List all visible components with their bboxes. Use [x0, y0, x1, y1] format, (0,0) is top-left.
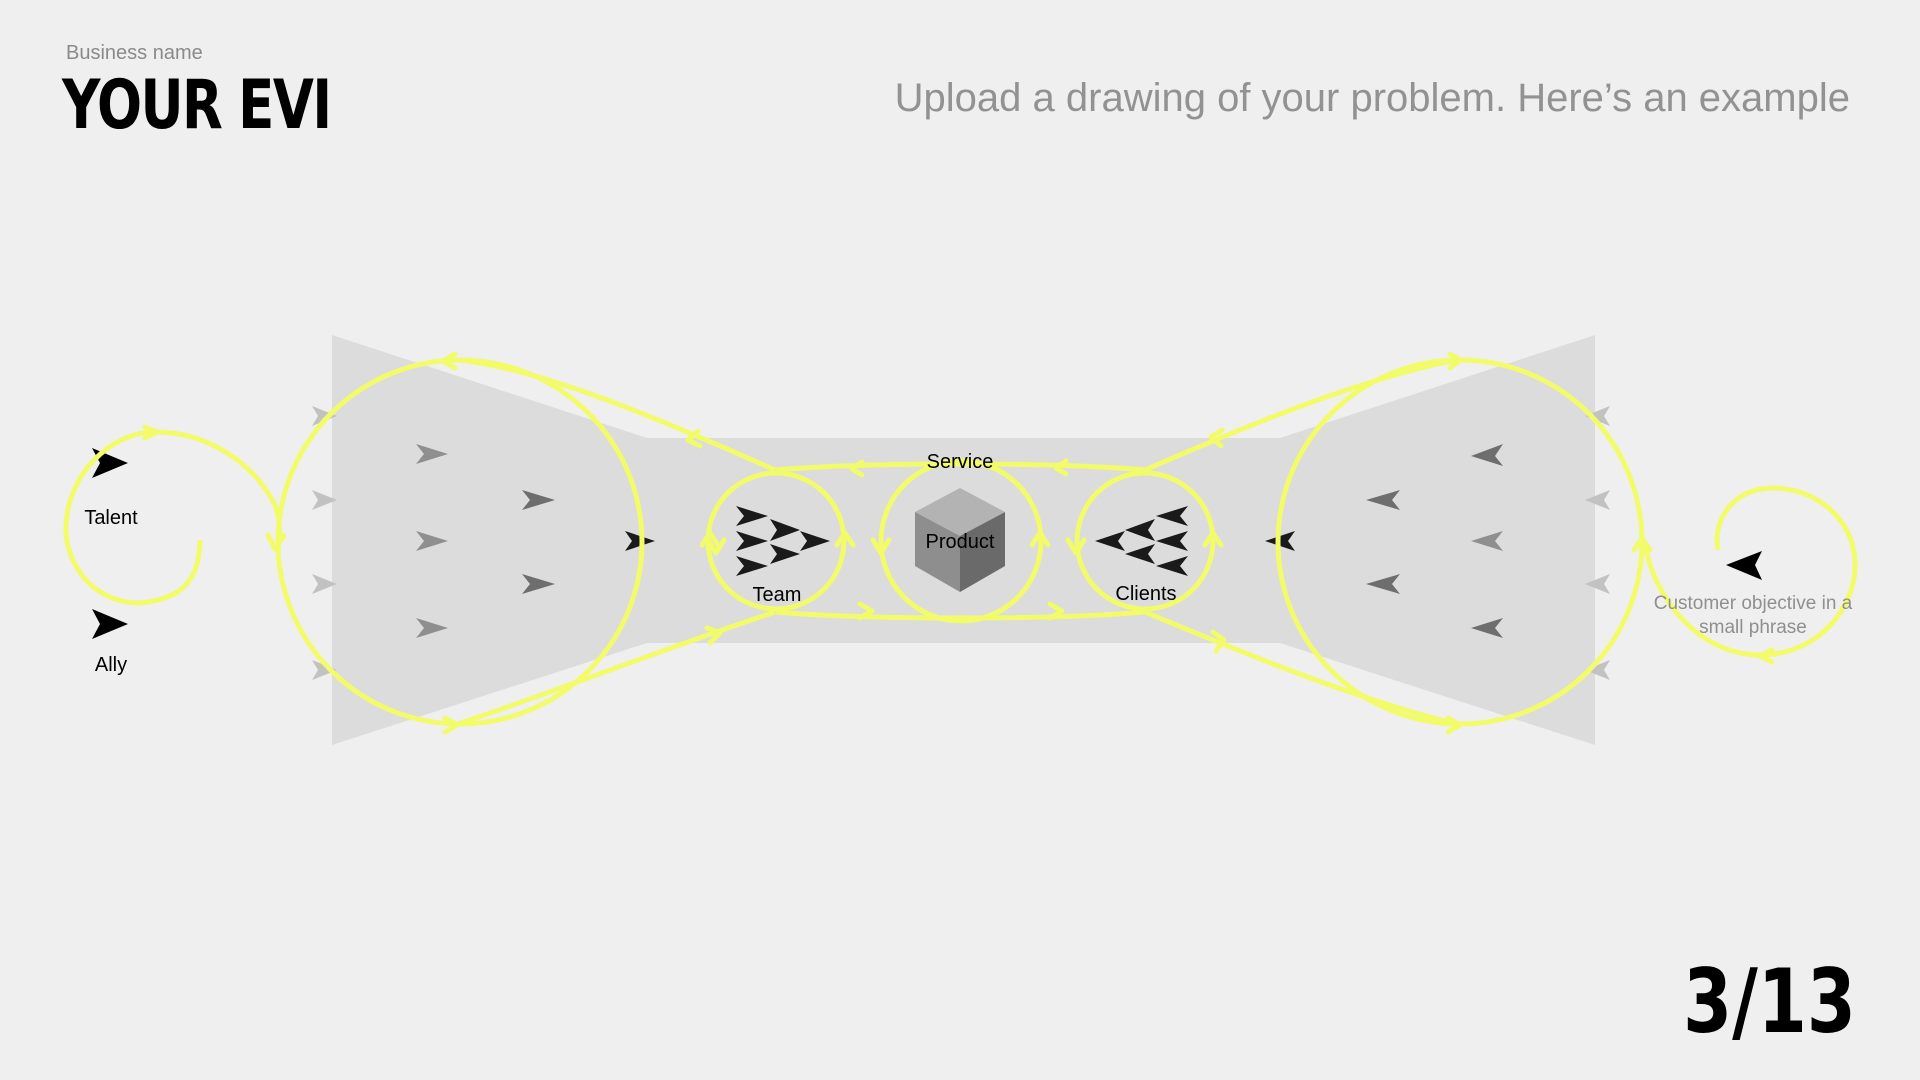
talent-label: Talent	[84, 507, 138, 529]
right-funnel-arrows	[1265, 406, 1610, 680]
clients-arrows	[1095, 506, 1188, 576]
left-funnel-arrows	[312, 406, 655, 680]
team-label: Team	[753, 584, 802, 606]
ally-arrow-icon	[92, 609, 128, 639]
flow-direction-chevrons	[142, 351, 1775, 735]
clients-label: Clients	[1115, 583, 1176, 605]
customer-objective-line-2: small phrase	[1699, 617, 1807, 638]
customer-objective-arrow-icon	[1726, 551, 1762, 580]
upload-instruction: Upload a drawing of your problem. Here’s…	[894, 76, 1850, 120]
product-label: Product	[926, 531, 995, 553]
page-title: YOUR EVI	[62, 66, 332, 145]
page-counter: 3/13	[1683, 950, 1856, 1053]
service-label: Service	[927, 451, 994, 473]
talent-arrow-icon	[92, 448, 128, 478]
product-cube-icon	[915, 488, 1005, 592]
ally-label: Ally	[95, 654, 127, 676]
flow-loops	[63, 357, 1858, 728]
business-name-label: Business name	[66, 42, 203, 64]
team-arrows	[736, 506, 830, 576]
customer-objective-line-1: Customer objective in a	[1654, 593, 1853, 614]
